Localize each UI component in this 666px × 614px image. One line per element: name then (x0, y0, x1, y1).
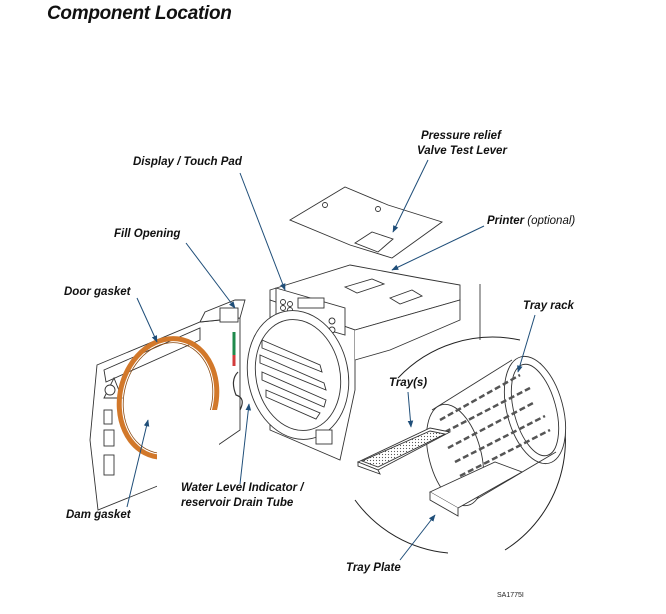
arrow-fill-opening (185, 242, 236, 309)
arrow-trays (407, 391, 414, 428)
label-dam-gasket: Dam gasket (66, 509, 131, 521)
label-printer-name: Printer (487, 215, 525, 227)
label-printer: Printer (optional) (487, 214, 575, 229)
arrow-dam-gasket (126, 419, 150, 508)
label-tray-rack: Tray rack (523, 300, 574, 312)
label-tray-plate: Tray Plate (346, 562, 401, 574)
printer-lid (289, 186, 443, 259)
label-fill-opening: Fill Opening (114, 228, 181, 240)
door-gasket (116, 336, 220, 460)
label-trays: Tray(s) (389, 377, 428, 389)
autoclave-body (246, 264, 481, 461)
arrow-tray-plate (399, 514, 436, 561)
label-water-level-1: Water Level Indicator / (181, 482, 304, 494)
dam-gasket-cutaway (157, 410, 219, 490)
figure-code: SA1775I (497, 592, 524, 599)
fill-opening (219, 307, 239, 323)
pressure-relief-lever (354, 231, 394, 253)
arrow-pressure-relief (392, 159, 429, 233)
tray (356, 427, 452, 475)
callout-arrows (126, 159, 536, 561)
label-pressure-relief-1: Pressure relief (421, 130, 501, 142)
label-door-gasket: Door gasket (64, 286, 131, 298)
arrow-display (239, 172, 286, 291)
tray-plate (429, 461, 524, 517)
arrow-door-gasket (136, 297, 158, 343)
arrow-printer (391, 225, 485, 271)
label-display-touch-pad: Display / Touch Pad (133, 156, 242, 168)
arrow-tray-rack (517, 314, 536, 373)
label-pressure-relief-2: Valve Test Lever (417, 145, 507, 157)
water-level-indicator (232, 332, 243, 411)
page-title: Component Location (47, 3, 232, 24)
arrow-water-level (239, 403, 252, 485)
label-printer-note: (optional) (527, 215, 576, 227)
label-water-level-2: reservoir Drain Tube (181, 497, 294, 509)
tray-rack (426, 355, 567, 507)
